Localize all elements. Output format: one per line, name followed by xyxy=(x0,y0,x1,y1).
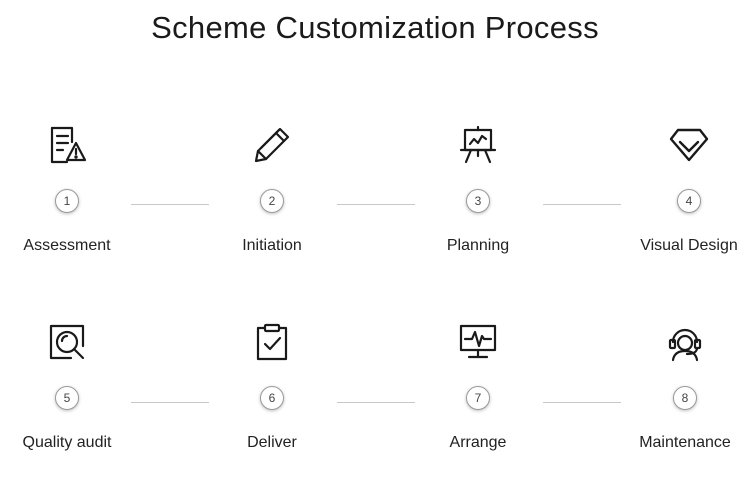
step-assessment: 1 Assessment xyxy=(0,125,142,285)
diamond-icon xyxy=(669,125,709,165)
step-label: Deliver xyxy=(247,434,297,451)
step-number: 7 xyxy=(466,386,490,410)
step-label: Visual Design xyxy=(640,237,738,254)
step-label: Arrange xyxy=(449,434,507,451)
connector-line xyxy=(543,204,621,205)
step-maintenance: 8 Maintenance xyxy=(610,322,750,482)
step-initiation: 2 Initiation xyxy=(197,125,347,285)
step-number: 2 xyxy=(260,189,284,213)
step-deliver: 6 Deliver xyxy=(197,322,347,482)
presentation-board-icon xyxy=(458,125,498,165)
magnifier-icon xyxy=(47,322,87,362)
connector-line xyxy=(337,402,415,403)
connector-line xyxy=(543,402,621,403)
page-title: Scheme Customization Process xyxy=(151,10,599,45)
connector-line xyxy=(131,204,209,205)
step-quality-audit: 5 Quality audit xyxy=(0,322,142,482)
step-planning: 3 Planning xyxy=(403,125,553,285)
step-visual-design: 4 Visual Design xyxy=(614,125,750,285)
step-label: Quality audit xyxy=(22,434,112,451)
step-label: Initiation xyxy=(242,237,302,254)
step-arrange: 7 Arrange xyxy=(403,322,553,482)
step-number: 6 xyxy=(260,386,284,410)
step-label: Planning xyxy=(446,237,510,254)
connector-line xyxy=(337,204,415,205)
checklist-warning-icon xyxy=(47,125,87,165)
step-number: 1 xyxy=(55,189,79,213)
support-agent-icon xyxy=(665,322,705,362)
clipboard-check-icon xyxy=(252,322,292,362)
connector-line xyxy=(131,402,209,403)
step-number: 3 xyxy=(466,189,490,213)
step-number: 4 xyxy=(677,189,701,213)
monitor-pulse-icon xyxy=(458,322,498,362)
step-label: Assessment xyxy=(23,237,111,254)
step-label: Maintenance xyxy=(639,434,731,451)
step-number: 5 xyxy=(55,386,79,410)
step-number: 8 xyxy=(673,386,697,410)
pencil-icon xyxy=(252,125,292,165)
